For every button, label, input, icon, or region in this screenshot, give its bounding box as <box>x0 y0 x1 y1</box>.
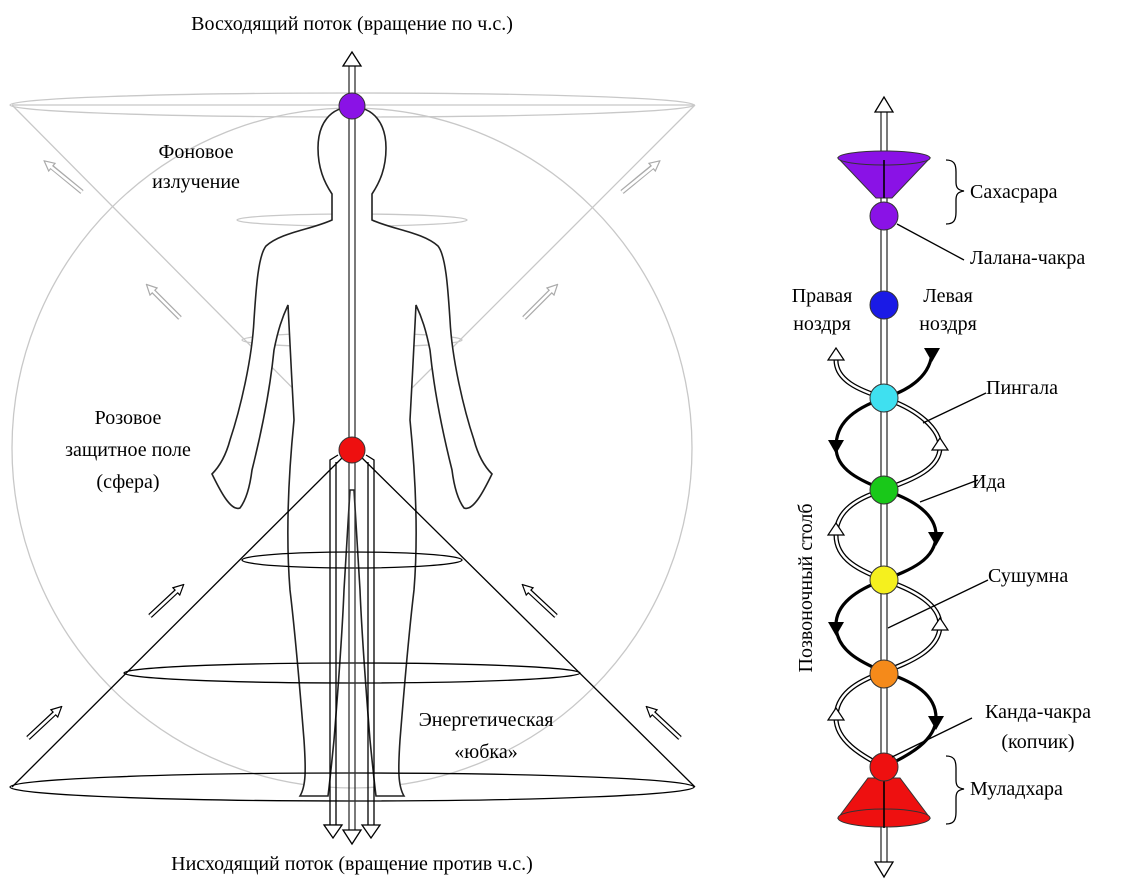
background-radiation-label-2: излучение <box>152 171 240 193</box>
left-figure: Восходящий поток (вращение по ч.с.) Нисх… <box>10 13 695 875</box>
muladhara-brace <box>946 756 964 824</box>
anahata-dot <box>870 476 898 504</box>
pink-field-label-2: защитное поле <box>65 439 191 461</box>
left-nostril-label-1: Левая <box>923 285 973 307</box>
svadhisthana-dot <box>870 660 898 688</box>
sahasrara-label: Сахасрара <box>970 181 1058 203</box>
spine-label: Позвоночный столб <box>795 504 817 673</box>
right-figure: Сахасрара Лалана-чакра Правая ноздря Лев… <box>792 97 1091 877</box>
sahasrara-brace <box>946 160 964 224</box>
kanda-dot <box>870 753 898 781</box>
descending-flow-title: Нисходящий поток (вращение против ч.с.) <box>171 853 533 875</box>
lalana-dot <box>870 202 898 230</box>
left-nostril-label-2: ноздря <box>919 313 977 335</box>
pink-field-label-1: Розовое <box>95 407 162 429</box>
pingala-label: Пингала <box>986 377 1058 399</box>
kanda-label-1: Канда-чакра <box>985 701 1091 723</box>
ajna-dot <box>870 291 898 319</box>
chakra-dots <box>870 202 898 781</box>
energy-skirt-label-2: «юбка» <box>454 741 517 763</box>
manipura-dot <box>870 566 898 594</box>
energy-skirt-label-1: Энергетическая <box>419 709 554 731</box>
ascending-arrow-head <box>343 52 361 66</box>
ascending-flow-title: Восходящий поток (вращение по ч.с.) <box>191 13 513 35</box>
root-chakra-dot <box>339 437 365 463</box>
vishuddha-dot <box>870 384 898 412</box>
right-nostril-label-2: ноздря <box>793 313 851 335</box>
descending-arrow-head <box>343 830 361 844</box>
crown-chakra-dot <box>339 93 365 119</box>
ida-label: Ида <box>972 471 1006 493</box>
pink-field-label-3: (сфера) <box>96 471 159 493</box>
muladhara-label: Муладхара <box>970 778 1063 800</box>
spine-top-arrow <box>875 97 893 112</box>
energy-skirt-cone <box>10 448 695 801</box>
sushumna-label: Сушумна <box>988 565 1068 587</box>
right-nostril-label-1: Правая <box>792 285 853 307</box>
lalana-label: Лалана-чакра <box>970 247 1085 269</box>
kanda-label-2: (копчик) <box>1001 731 1074 753</box>
background-radiation-label-1: Фоновое <box>159 141 234 163</box>
spine-bottom-arrow <box>875 862 893 877</box>
